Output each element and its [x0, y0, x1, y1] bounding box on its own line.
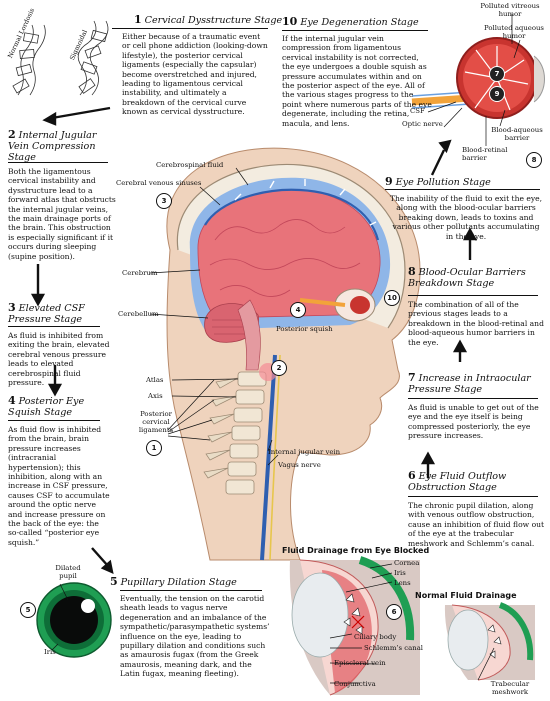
- conjunctiva-label: Conjunctiva: [334, 680, 376, 688]
- aqueous-humor-label: Polluted aqueous humor: [484, 24, 544, 40]
- marker-8: 8: [526, 152, 542, 168]
- vitreous-humor-label: Polluted vitreous humor: [480, 2, 540, 18]
- atlas-label: Atlas: [146, 376, 164, 384]
- head-illustration: [166, 147, 421, 561]
- ciliary-body-label: Ciliary body: [354, 633, 397, 641]
- drainage-blocked-eye: [289, 556, 420, 696]
- optic-nerve-label: Optic nerve: [402, 120, 443, 128]
- posterior-ligaments-label: Posterior cervical ligaments: [138, 410, 174, 434]
- stage-10-rule: [282, 30, 428, 32]
- stage-2-rule: [8, 162, 108, 164]
- marker-2: 2: [271, 360, 287, 376]
- trabecular-meshwork-label: Trabecular meshwork: [490, 680, 530, 696]
- stage-3-text: As fluid is inhibited from exiting the b…: [8, 331, 110, 388]
- marker-1: 1: [146, 440, 162, 456]
- label-leader-lines: [51, 14, 521, 684]
- schlemms-canal-label: Schlemm’s canal: [364, 644, 424, 652]
- stage-8-text: The combination of all of the previous s…: [408, 300, 544, 347]
- iris-label: Iris: [44, 648, 56, 656]
- stage-8-rule: [408, 295, 538, 297]
- dilated-pupil-label: Dilated pupil: [55, 564, 81, 580]
- csf-label: Cerebrospinal fluid: [156, 161, 224, 169]
- cerebrum-label: Cerebrum: [122, 269, 158, 277]
- marker-4: 4: [290, 302, 306, 318]
- stage-1-rule: [112, 28, 268, 30]
- marker-10: 10: [384, 290, 400, 306]
- vagus-nerve-label: Vagus nerve: [278, 461, 321, 469]
- stage-9-rule: [385, 189, 540, 191]
- stage-7-rule: [408, 398, 538, 400]
- stage-10-text: If the internal jugular vein compression…: [282, 34, 432, 128]
- episcleral-vein-label: Episcleral vein: [334, 659, 386, 667]
- stage-2-text: Both the ligamentous cervical instabilit…: [8, 167, 116, 261]
- blood-aqueous-barrier-label: Blood-aqueous barrier: [491, 126, 543, 142]
- stage-9-text: The inability of the fluid to exit the e…: [389, 194, 543, 241]
- normal-drainage-title: Normal Fluid Drainage: [415, 591, 517, 600]
- marker-9: 9: [489, 86, 505, 102]
- marker-5: 5: [20, 602, 36, 618]
- eye-csf-label: CSF: [410, 107, 425, 115]
- stage-flow-arrows: [30, 106, 478, 575]
- stage-3-rule: [8, 326, 100, 328]
- stage-4-text: As fluid flow is inhibited from the brai…: [8, 425, 110, 547]
- marker-3: 3: [156, 193, 172, 209]
- marker-6: 6: [386, 604, 402, 620]
- stage-5-rule: [120, 590, 262, 592]
- venous-sinuses-label: Cerebral venous sinuses: [116, 179, 202, 187]
- cervical-curve-sketches: [12, 20, 109, 96]
- axis-label: Axis: [148, 392, 163, 400]
- stage-6-rule: [408, 496, 538, 498]
- normal-drainage-eye: [444, 602, 535, 681]
- iris-drainage-label: Iris: [394, 569, 406, 577]
- dilated-pupil-eye: [36, 582, 112, 658]
- drainage-blocked-title: Fluid Drainage from Eye Blocked: [282, 546, 430, 555]
- cornea-label: Cornea: [394, 559, 420, 567]
- stage-7-text: As fluid is unable to get out of the eye…: [408, 403, 539, 441]
- lens-label: Lens: [394, 579, 411, 587]
- posterior-squish-label: Posterior squish: [276, 325, 333, 333]
- cerebellum-label: Cerebellum: [118, 310, 159, 318]
- marker-7: 7: [489, 66, 505, 82]
- jugular-vein-label: Internal jugular vein: [268, 448, 341, 456]
- stage-1-text: Either because of a traumatic event or c…: [122, 32, 268, 117]
- stage-6-text: The chronic pupil dilation, along with v…: [408, 501, 545, 548]
- blood-retinal-barrier-label: Blood-retinal barrier: [462, 146, 508, 162]
- stage-4-rule: [8, 420, 100, 422]
- stage-5-text: Eventually, the tension on the carotid s…: [120, 594, 270, 679]
